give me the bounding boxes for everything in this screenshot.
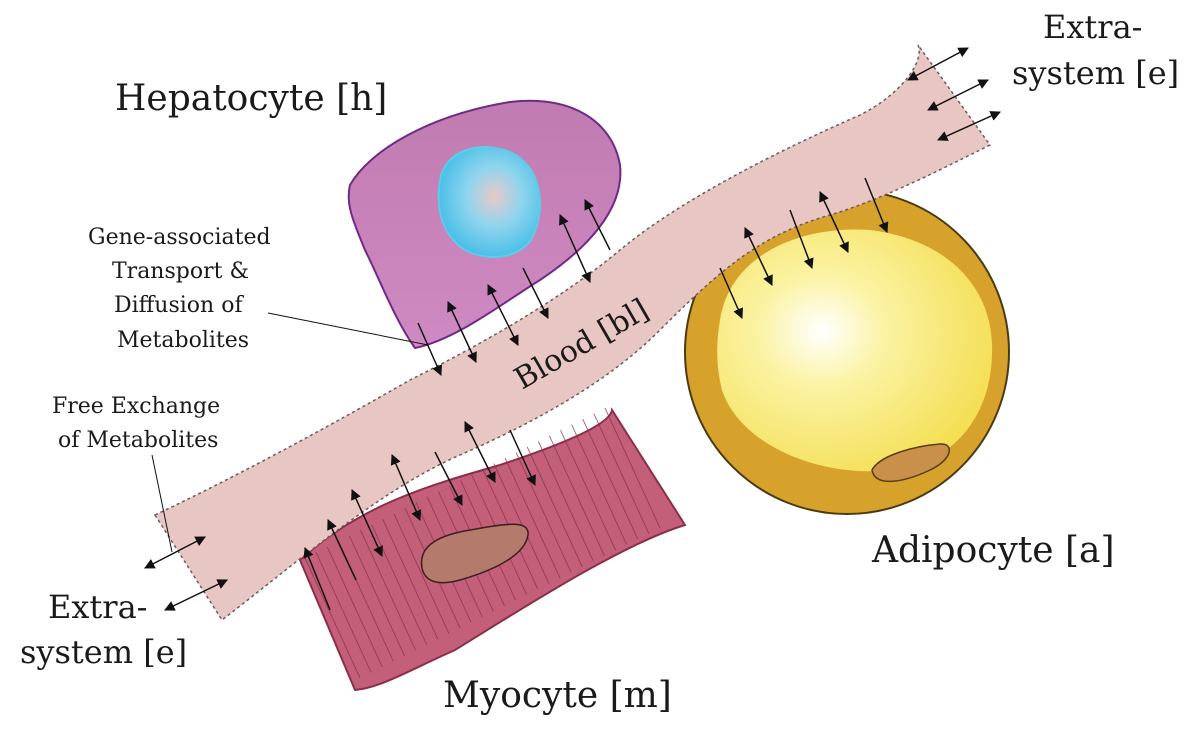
myocyte-label: Myocyte [m] [443, 675, 672, 716]
exchange-arrow [434, 451, 463, 506]
exchange-arrow [744, 227, 773, 286]
myocyte-nucleus [420, 523, 529, 584]
exchange-arrow [559, 214, 591, 283]
myocyte-striation [548, 435, 605, 556]
gene-transport-line3: Diffusion of [114, 293, 244, 318]
adipocyte-lipid-droplet [717, 229, 993, 472]
gene-transport-leader [267, 312, 429, 346]
adipocyte-nucleus [871, 443, 950, 483]
free-exchange-arrow [144, 536, 206, 569]
hepatocyte-label: Hepatocyte [h] [115, 78, 387, 119]
free-exchange-arrow [937, 111, 1001, 141]
exchange-arrow [327, 519, 357, 581]
hepatocyte-nucleus [437, 146, 542, 258]
myocyte-striation [560, 430, 617, 551]
myocyte-striation [504, 457, 561, 579]
exchange-arrow [864, 177, 889, 233]
myocyte-striation [326, 546, 383, 668]
exchange-arrow [303, 547, 331, 611]
gene-transport-line1: Gene-associated [88, 225, 271, 250]
gene-transport-line4: Metabolites [117, 328, 249, 353]
free-exchange-arrow [927, 79, 989, 111]
exchange-arrow [584, 199, 611, 251]
myocyte-striation [582, 418, 639, 540]
exchange-arrow [522, 267, 549, 319]
extra-system-left-line2: system [e] [20, 633, 187, 671]
exchange-arrows [144, 47, 1001, 611]
exchange-arrow [351, 489, 383, 557]
myocyte-striation [382, 518, 439, 640]
exchange-arrow [417, 322, 442, 376]
myocyte-striation [515, 452, 572, 573]
myocyte-striation [593, 413, 650, 534]
myocyte-striation [315, 552, 372, 673]
extra-system-top-line2: system [e] [1012, 54, 1179, 92]
exchange-arrow [487, 284, 519, 346]
exchange-arrow [464, 421, 496, 483]
gene-transport-line2: Transport & [112, 259, 249, 284]
myocyte-striation [571, 424, 628, 545]
free-exchange-arrow [164, 579, 228, 611]
free-exchange-line1: Free Exchange [52, 394, 220, 419]
free-exchange-line2: of Metabolites [58, 428, 218, 453]
extra-system-top-line1: Extra- [1043, 8, 1142, 46]
free-exchange-arrow [907, 47, 969, 81]
myocyte-striation [604, 407, 661, 529]
myocyte-striation [304, 557, 361, 679]
myocyte-striation [526, 446, 583, 568]
adipocyte-label: Adipocyte [a] [871, 530, 1115, 571]
exchange-arrow [719, 267, 743, 319]
myocyte-striation [493, 463, 550, 584]
free-exchange-leader [151, 454, 173, 553]
myocyte-striation [393, 513, 450, 634]
myocyte-striation [537, 441, 594, 562]
exchange-arrow [447, 301, 477, 363]
exchange-arrow [509, 429, 536, 486]
exchange-arrow [819, 191, 849, 253]
exchange-arrow [789, 209, 814, 269]
extra-system-left-line1: Extra- [48, 588, 147, 626]
hepatocyte-cell [347, 99, 622, 350]
exchange-arrow [390, 454, 422, 521]
